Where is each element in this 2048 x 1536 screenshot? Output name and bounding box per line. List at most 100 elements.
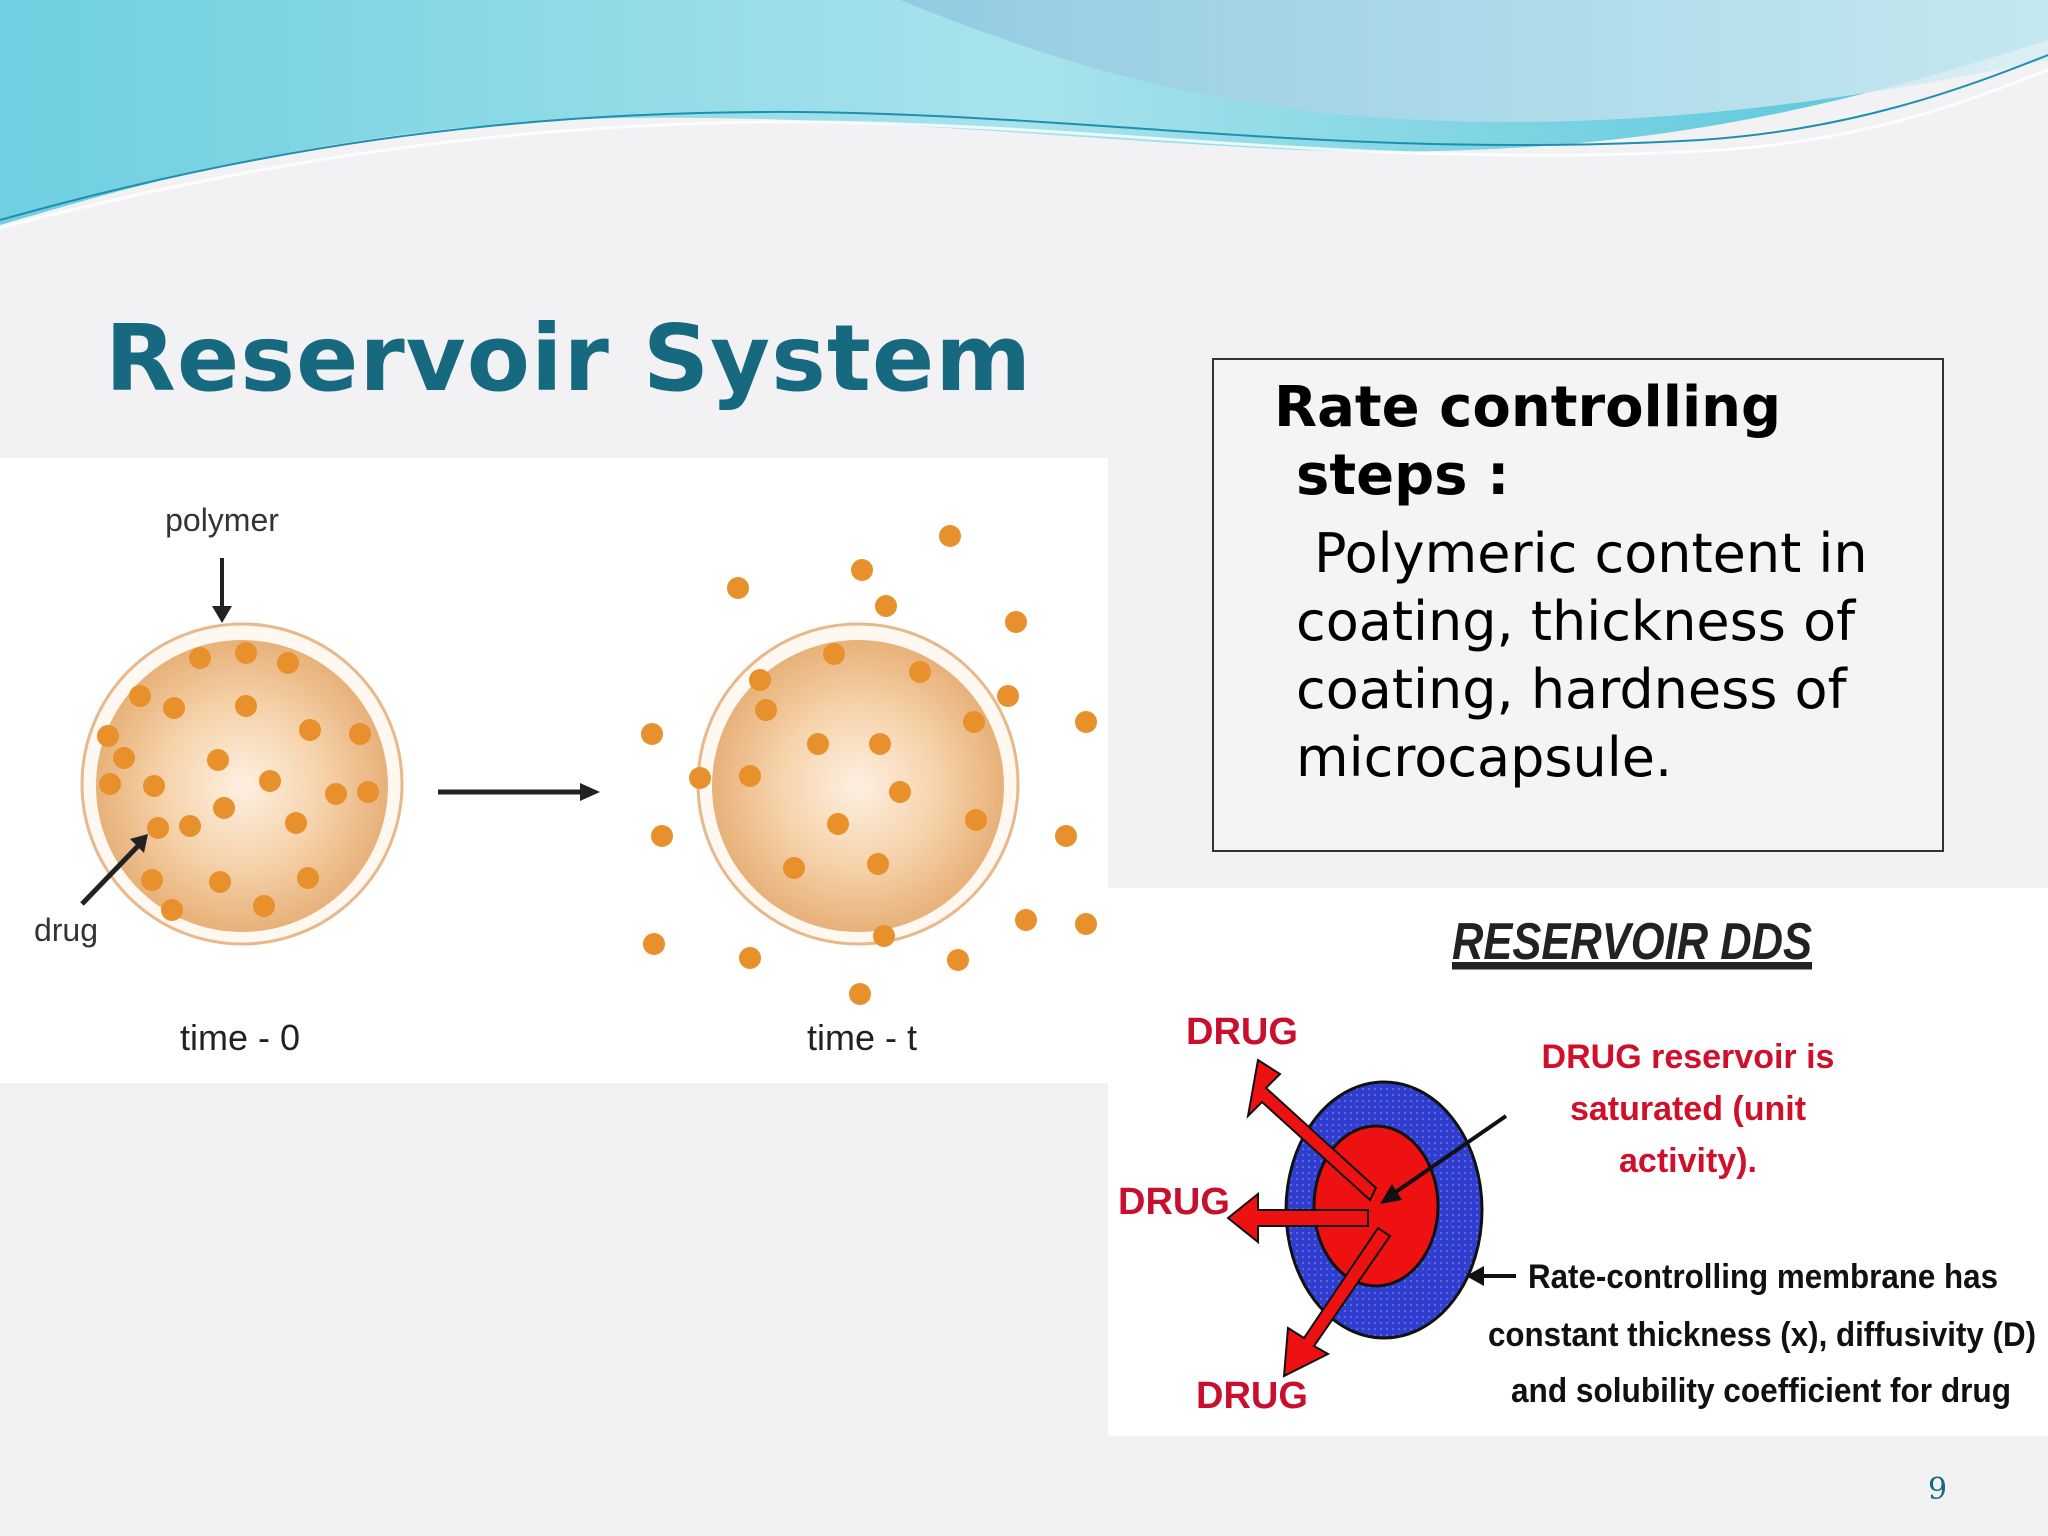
drug-particle [99,773,121,795]
body-line-4: microcapsule. [1296,726,1673,789]
slide-title: Reservoir System [105,305,1033,412]
drug-particle [179,815,201,837]
drug-particle [1015,909,1037,931]
drug-core-t [712,640,1004,932]
drug-particle [97,725,119,747]
drug-particle [235,695,257,717]
drug-particle [823,643,845,665]
drug-particle [1075,711,1097,733]
reservoir-note-line-3: activity). [1619,1142,1757,1180]
drug-arrowhead [130,834,148,853]
drug-particle [1005,611,1027,633]
drug-particle [749,669,771,691]
microcapsule-diagram: polymer drug time - 0 time - t [0,458,1108,1083]
drug-arrow-left [1226,1191,1369,1245]
heading-line-2: steps : [1296,443,1510,508]
drug-particle [161,899,183,921]
body-line-1: Polymeric content in [1314,522,1868,585]
drug-particle [129,685,151,707]
drug-particle [739,947,761,969]
drug-arrow-down [1282,1226,1392,1378]
drug-particle [207,749,229,771]
drug-particle [939,525,961,547]
drug-particle [349,723,371,745]
drug-particle [807,733,829,755]
membrane-note-line-1: Rate-controlling membrane has [1528,1258,1998,1296]
drug-particle [909,661,931,683]
drug-particle [325,783,347,805]
drug-particle [869,733,891,755]
reservoir-dds-title: RESERVOIR DDS [1452,913,1812,971]
drug-particle [163,697,185,719]
time-t-label: time - t [807,1017,917,1058]
drug-particle [963,711,985,733]
microcapsule-svg: polymer drug time - 0 time - t [34,502,1097,1058]
heading-line-1: Rate controlling [1274,375,1782,440]
drug-particle [213,797,235,819]
drug-core [96,640,388,932]
reservoir-note-line-2: saturated (unit [1570,1090,1806,1128]
drug-particle [727,577,749,599]
drug-particle [965,809,987,831]
drug-label-bottom: DRUG [1196,1375,1308,1417]
polymer-label: polymer [165,502,279,538]
textbox-body: Polymeric content in coating, thickness … [1296,520,1936,792]
drug-particle [643,933,665,955]
rate-controlling-textbox: Rate controlling steps : Polymeric conte… [1212,358,1944,852]
drug-particle [297,867,319,889]
reservoir-pointer [1388,1114,1508,1198]
membrane-note: Rate-controlling membrane has constant t… [1488,1258,2036,1410]
page-number: 9 [1928,1472,1948,1507]
drug-particle [285,812,307,834]
body-line-2: coating, thickness of [1296,590,1856,653]
drug-particle [997,685,1019,707]
body-line-3: coating, hardness of [1296,658,1847,721]
drug-particle [827,813,849,835]
drug-particle [1055,825,1077,847]
drug-particle [113,747,135,769]
reservoir-note: DRUG reservoir is saturated (unit activi… [1542,1038,1835,1180]
drug-particle [947,949,969,971]
drug-particle [783,857,805,879]
drug-particle [1075,913,1097,935]
drug-particle [141,869,163,891]
drug-particle [299,719,321,741]
drug-particle [851,559,873,581]
drug-release-arrows [1226,1058,1392,1378]
drug-label-top: DRUG [1186,1011,1298,1053]
capsule-time-0 [80,622,404,946]
drug-label-middle: DRUG [1118,1181,1230,1223]
drug-particle [889,781,911,803]
drug-particle [873,925,895,947]
drug-particle [875,595,897,617]
membrane-note-line-3: and solubility coefficient for drug [1511,1372,2011,1410]
drug-particle [277,652,299,674]
drug-particle [147,817,169,839]
drug-particle [357,781,379,803]
polymer-arrowhead [212,606,232,623]
header-wave-decoration [0,0,2048,230]
drug-particle [143,775,165,797]
drug-particle [641,723,663,745]
drug-particles-time-0 [97,642,379,921]
drug-label: drug [34,912,98,948]
drug-particle [253,895,275,917]
reservoir-dds-diagram: RESERVOIR DDS DRUG DRUG DRUG D [1108,888,2048,1436]
capsule-time-t [641,525,1097,1005]
drug-particle [209,871,231,893]
drug-particles-time-t [641,525,1097,1005]
drug-particle [689,767,711,789]
drug-particle [867,853,889,875]
reservoir-note-line-1: DRUG reservoir is [1542,1038,1835,1076]
drug-particle [235,642,257,664]
textbox-heading: Rate controlling steps : [1274,374,1781,510]
membrane-note-line-2: constant thickness (x), diffusivity (D) [1488,1316,2036,1354]
drug-particle [849,983,871,1005]
drug-particle [739,765,761,787]
membrane-pointer-head [1466,1266,1484,1286]
reservoir-dds-svg: RESERVOIR DDS DRUG DRUG DRUG D [1118,913,2036,1417]
reservoir-pointer-head [1380,1184,1402,1204]
drug-arrow [80,844,140,906]
time-arrowhead [580,783,600,801]
